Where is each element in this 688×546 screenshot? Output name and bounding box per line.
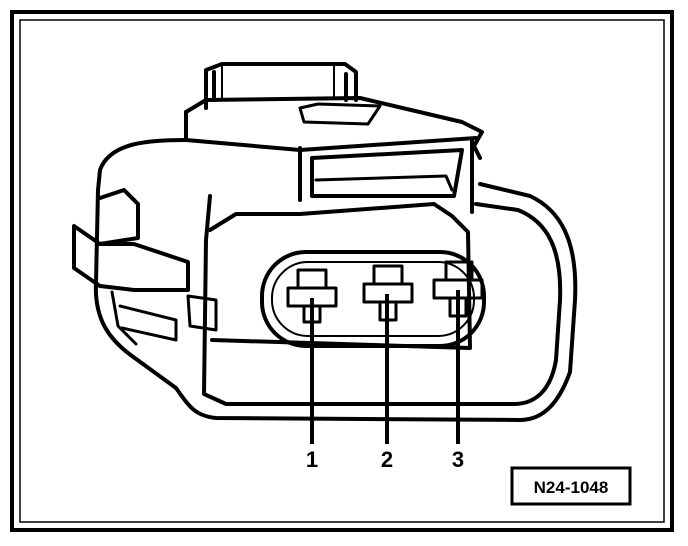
pin-cavity [260, 250, 486, 348]
side-latch-tab [110, 290, 138, 346]
shell-inner [202, 194, 563, 406]
reference-code: N24-1048 [534, 478, 609, 497]
rear-inner [310, 148, 464, 198]
latch-top-face [212, 70, 348, 102]
outer-shell [93, 138, 578, 422]
side-latch-lower [98, 242, 190, 292]
body-top-front-edge [184, 110, 478, 152]
front-face-ledge [186, 294, 218, 332]
connector-housing [72, 62, 578, 422]
leader-lines [310, 290, 460, 444]
front-face [208, 202, 472, 350]
rear-inner-line [314, 174, 454, 192]
body-top-window [298, 102, 382, 126]
side-latch [72, 188, 140, 288]
latch-top-lines [221, 65, 335, 99]
rear-frame [298, 138, 474, 214]
inner-frame [19, 19, 665, 523]
latch-top [204, 62, 358, 110]
pin-1-label: 1 [306, 447, 318, 472]
reference-box [510, 466, 632, 506]
side-latch-slot [118, 304, 178, 342]
pin-2-label: 2 [381, 447, 393, 472]
pin-3-label: 3 [452, 447, 464, 472]
